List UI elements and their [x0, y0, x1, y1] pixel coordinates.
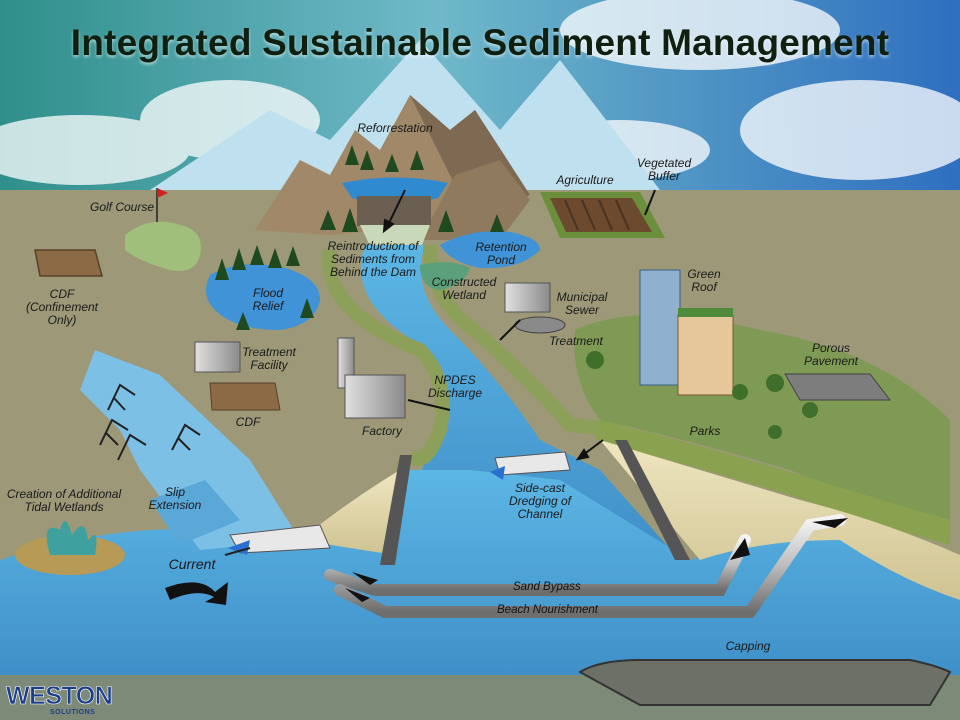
- factory-building: [337, 337, 406, 419]
- sand-bypass-pipe: [324, 534, 751, 596]
- label-golf-course: Golf Course: [89, 200, 155, 214]
- green-roof: [678, 308, 733, 317]
- dam-outflow: [360, 225, 430, 250]
- jetty-right: [615, 440, 690, 560]
- label-porous-pavement: Porous Pavement: [803, 341, 859, 368]
- logo-wordmark: WESTON: [6, 682, 113, 711]
- harbor-slip: [150, 480, 240, 545]
- label-retention-pond: Retention Pond: [475, 240, 527, 267]
- flow-arrows: [345, 518, 848, 602]
- jetty-left: [380, 455, 412, 565]
- cranes: [99, 383, 201, 461]
- label-reforestation: Reforrestation: [357, 121, 433, 135]
- river-bank-left: [322, 248, 450, 466]
- trees: [215, 145, 504, 330]
- park-trees: [586, 351, 818, 439]
- label-agriculture: Agriculture: [556, 173, 614, 187]
- label-side-cast: Side-cast Dredging of Channel: [508, 481, 572, 521]
- tower-building: [639, 269, 681, 386]
- flood-relief-pond: [206, 264, 320, 330]
- dredge-main: [224, 524, 331, 556]
- label-npdes-discharge: NPDES Discharge: [427, 373, 483, 400]
- sea: [0, 470, 960, 680]
- weston-logo: WESTON SOLUTIONS: [6, 682, 120, 716]
- page-title: Integrated Sustainable Sediment Manageme…: [70, 22, 890, 63]
- green-roof-building: [677, 314, 734, 396]
- golf-course: [125, 221, 201, 271]
- label-treatment-facility: Treatment Facility: [242, 345, 296, 372]
- label-vegetated-buffer: Vegetated Buffer: [636, 156, 692, 183]
- label-cdf-confinement: CDF (Confinement Only): [25, 287, 99, 327]
- tidal-wetland-plants: [15, 521, 125, 575]
- cdf-box: [209, 382, 281, 411]
- cdf-confinement-box: [34, 249, 103, 277]
- logo-subtitle: SOLUTIONS: [50, 709, 96, 716]
- beach-right: [600, 440, 960, 600]
- treatment-tanks: [514, 316, 566, 334]
- annotation-arrows: [382, 189, 656, 461]
- label-reintroduction: Reintroduction of Sediments from Behind …: [327, 239, 419, 279]
- current-arrow: [165, 582, 228, 605]
- label-constructed-wetland: Constructed Wetland: [431, 275, 497, 302]
- constructed-wetland: [420, 262, 470, 290]
- label-treatment: Treatment: [549, 334, 603, 348]
- label-municipal-sewer: Municipal Sewer: [556, 290, 608, 317]
- label-parks: Parks: [689, 424, 721, 438]
- park-bank: [595, 420, 950, 545]
- label-current: Current: [168, 556, 216, 572]
- treatment-facility-building: [194, 341, 241, 373]
- dredge-sidecast: [490, 451, 571, 480]
- label-green-roof: Green Roof: [687, 267, 721, 294]
- agriculture-rows: [564, 199, 630, 231]
- capping-pit: [577, 659, 952, 706]
- label-slip-extension: Slip Extension: [148, 485, 202, 512]
- municipal-sewer-building: [504, 282, 551, 313]
- label-cdf: CDF: [235, 415, 261, 429]
- label-factory: Factory: [361, 424, 402, 438]
- label-beach-nourishment: Beach Nourishment: [497, 604, 598, 616]
- beach-left: [300, 470, 400, 555]
- porous-pavement: [784, 373, 892, 401]
- label-flood-relief: Flood Relief: [252, 286, 284, 313]
- golf-flag: [157, 188, 168, 198]
- label-tidal-wetlands: Creation of Additional Tidal Wetlands: [6, 487, 122, 514]
- retention-pond: [440, 231, 540, 269]
- label-capping: Capping: [725, 639, 771, 653]
- label-sand-bypass: Sand Bypass: [513, 581, 581, 593]
